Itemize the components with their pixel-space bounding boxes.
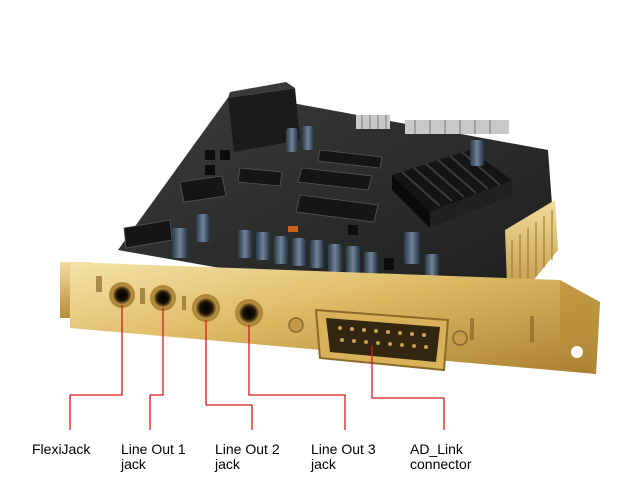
label-flexijack-line1: FlexiJack (32, 441, 91, 457)
line-out-1-port (150, 285, 176, 311)
line-out-2-port (192, 294, 220, 322)
label-line-out-1: Line Out 1 jack (121, 442, 186, 472)
label-flexijack: FlexiJack (32, 442, 90, 457)
leader-line-ad-link (371, 345, 445, 430)
label-line-out-1-line2: jack (121, 456, 146, 472)
leader-line-flexijack (69, 305, 123, 430)
label-ad-link: AD_Link connector (410, 442, 471, 472)
flexijack-port (109, 282, 135, 308)
ad-link-port (288, 308, 468, 372)
leader-lines (69, 305, 445, 430)
line-out-3-port (235, 299, 263, 327)
label-ad-link-line1: AD_Link (410, 441, 463, 457)
label-line-out-3: Line Out 3 jack (311, 442, 376, 472)
label-line-out-2-line1: Line Out 2 (215, 441, 280, 457)
label-ad-link-line2: connector (410, 456, 472, 472)
label-line-out-2: Line Out 2 jack (215, 442, 280, 472)
leader-line-line-out-2 (205, 320, 253, 430)
leader-line-line-out-3 (248, 325, 346, 430)
label-line-out-1-line1: Line Out 1 (121, 441, 186, 457)
heatsink (392, 150, 512, 228)
circuit-board (118, 82, 558, 312)
label-line-out-2-line2: jack (215, 456, 240, 472)
label-line-out-3-line2: jack (311, 456, 336, 472)
leader-line-line-out-1 (149, 308, 164, 430)
label-line-out-3-line1: Line Out 3 (311, 441, 376, 457)
